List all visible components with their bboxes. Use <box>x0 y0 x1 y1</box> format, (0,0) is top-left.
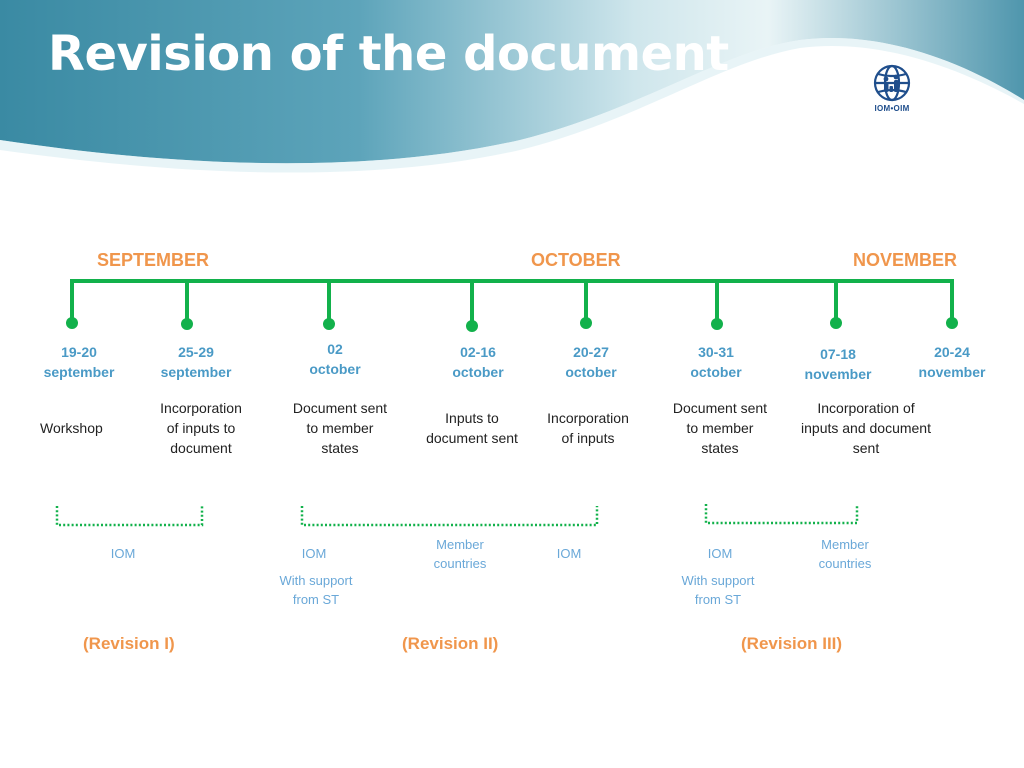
timeline-dot <box>181 318 193 330</box>
event-description: Document sent to member states <box>673 398 767 458</box>
actor-label: IOM <box>301 546 327 561</box>
actor-line: countries <box>818 556 872 571</box>
description-line: Inputs to <box>445 410 499 426</box>
description-line: to member <box>686 420 754 436</box>
event-date: 25-29 september <box>161 342 232 382</box>
revision-label-3: (Revision III) <box>741 634 843 653</box>
timeline-dot <box>323 318 335 330</box>
event-description: Inputs to document sent <box>426 408 518 448</box>
month-label-september: SEPTEMBER <box>97 250 210 270</box>
description-line: of inputs <box>561 430 615 446</box>
event-date: 02-16 october <box>452 342 503 382</box>
actor-line: countries <box>433 556 487 571</box>
date-range: 20-24 <box>934 344 970 360</box>
description-line: Workshop <box>40 420 103 436</box>
month-label-november: NOVEMBER <box>853 250 958 270</box>
date-month: september <box>160 364 232 380</box>
actor-member-label: Member countries <box>819 535 872 573</box>
date-month: september <box>43 364 115 380</box>
date-range: 30-31 <box>698 344 734 360</box>
date-range: 07-18 <box>820 346 856 362</box>
actor-line: from ST <box>292 592 340 607</box>
timeline-dot <box>466 320 478 332</box>
timeline-dot <box>580 317 592 329</box>
event-date: 20-24 november <box>919 342 986 382</box>
actor-label: IOM <box>707 546 733 561</box>
date-month: november <box>804 366 872 382</box>
month-label-october: OCTOBER <box>531 250 621 270</box>
event-date: 20-27 october <box>565 342 616 382</box>
actor-line: Member <box>436 537 484 552</box>
revision-2-bracket <box>300 506 599 527</box>
date-month: october <box>309 361 361 377</box>
description-line: document <box>170 440 232 456</box>
description-line: Incorporation <box>160 400 242 416</box>
description-line: states <box>701 440 739 456</box>
date-month: november <box>918 364 986 380</box>
date-month: october <box>565 364 617 380</box>
description-line: Incorporation <box>547 410 629 426</box>
date-range: 02 <box>327 341 343 357</box>
event-date: 30-31 october <box>690 342 741 382</box>
logo-text: IOM•OIM <box>874 104 910 113</box>
actor-support-label: With support from ST <box>682 571 755 609</box>
date-month: october <box>690 364 742 380</box>
actor-member-label: Member countries <box>434 535 487 573</box>
event-description: Workshop <box>40 418 103 438</box>
revision-label-1: (Revision I) <box>83 634 175 653</box>
actor-line: With support <box>681 573 755 588</box>
timeline-dot <box>66 317 78 329</box>
description-line: Document sent <box>672 400 768 416</box>
iom-logo: IOM•OIM <box>864 62 920 120</box>
description-line: states <box>321 440 359 456</box>
actor-support-label: With support from ST <box>280 571 353 609</box>
event-date: 07-18 november <box>805 344 872 384</box>
date-range: 25-29 <box>178 344 214 360</box>
description-line: Document sent <box>292 400 388 416</box>
revision-1-bracket <box>55 506 204 527</box>
timeline-dot <box>830 317 842 329</box>
event-description: Incorporation of inputs to document <box>160 398 242 458</box>
event-description: Document sent to member states <box>293 398 387 458</box>
header-banner <box>0 0 1024 173</box>
event-description: Incorporation of inputs and document sen… <box>801 398 931 458</box>
revision-3-bracket <box>704 504 859 525</box>
revision-label-2: (Revision II) <box>402 634 499 653</box>
actor-line: With support <box>279 573 353 588</box>
event-description: Incorporation of inputs <box>547 408 629 448</box>
actor-label: IOM <box>556 546 582 561</box>
event-date: 02 october <box>309 339 360 379</box>
page-title: Revision of the document <box>48 26 729 82</box>
globe-icon <box>873 64 911 102</box>
description-line: to member <box>306 420 374 436</box>
timeline-dot <box>711 318 723 330</box>
actor-line: Member <box>821 537 869 552</box>
actor-line: from ST <box>694 592 742 607</box>
description-line: inputs and document <box>801 420 931 436</box>
event-date: 19-20 september <box>44 342 115 382</box>
description-line: document sent <box>426 430 518 446</box>
actor-label: IOM <box>110 546 136 561</box>
description-line: sent <box>852 440 880 456</box>
date-month: october <box>452 364 504 380</box>
date-range: 19-20 <box>61 344 97 360</box>
timeline-dot <box>946 317 958 329</box>
description-line: of inputs to <box>166 420 236 436</box>
date-range: 20-27 <box>573 344 609 360</box>
date-range: 02-16 <box>460 344 496 360</box>
description-line: Incorporation of <box>817 400 915 416</box>
